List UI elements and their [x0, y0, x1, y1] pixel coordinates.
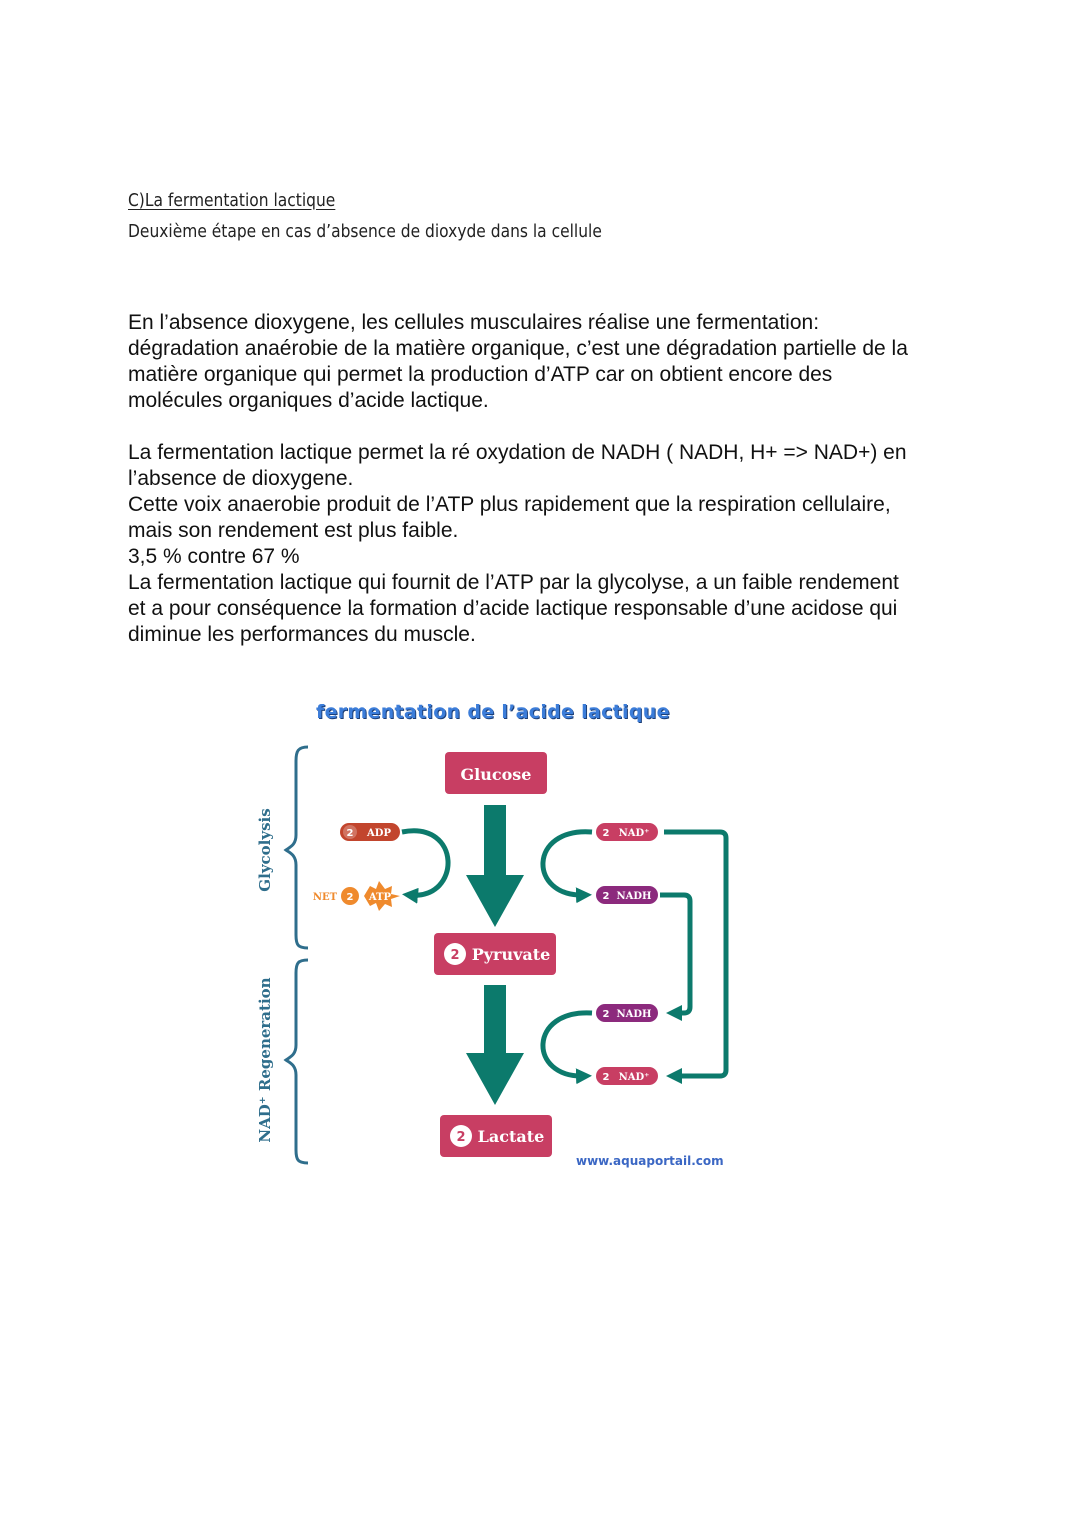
nad-plus-bottom-label: NAD⁺	[619, 1072, 650, 1083]
paragraph-1: En l’absence dioxygene, les cellules mus…	[128, 310, 958, 414]
nad-to-nadh-arrow-top	[540, 829, 593, 904]
paragraph-line: Cette voix anaerobie produit de l’ATP pl…	[128, 493, 891, 516]
paragraph-line: et a pour conséquence la formation d’aci…	[128, 597, 898, 620]
paragraph-line: diminue les performances du muscle.	[128, 623, 476, 646]
lactate-count: 2	[456, 1130, 465, 1145]
paragraph-line: 3,5 % contre 67 %	[128, 545, 300, 568]
paragraph-line: En l’absence dioxygene, les cellules mus…	[128, 311, 820, 334]
lactate-count-badge	[450, 1125, 472, 1147]
paragraph-line: La fermentation lactique permet la ré ox…	[128, 441, 907, 464]
regeneration-brace	[283, 958, 309, 1165]
pyruvate-label: Pyruvate	[472, 945, 551, 964]
glucose-box	[445, 752, 547, 794]
adp-count: 2	[347, 828, 354, 839]
paragraph-line: dégradation anaérobie de la matière orga…	[128, 337, 908, 360]
nad-plus-top-label: NAD⁺	[619, 828, 650, 839]
section-title: C)La fermentation lactique	[128, 190, 336, 211]
pyruvate-count-badge	[444, 943, 466, 965]
nad-plus-pill-bottom	[596, 1067, 658, 1085]
lactate-box	[440, 1115, 552, 1157]
glucose-label: Glucose	[461, 765, 532, 784]
paragraph-line: La fermentation lactique qui fournit de …	[128, 571, 899, 594]
adp-pill	[340, 823, 400, 841]
nad-plus-bottom-count: 2	[603, 1072, 610, 1083]
lactic-fermentation-diagram: Glycolysis NAD⁺ Regeneration Glucose 2 P…	[240, 695, 760, 1185]
paragraph-line: molécules organiques d’acide lactique.	[128, 389, 489, 412]
atp-label: ATP	[368, 892, 392, 903]
nad-plus-pill-top	[596, 823, 658, 841]
atp-count: 2	[347, 892, 354, 903]
pyruvate-to-lactate-arrow	[466, 985, 524, 1105]
paragraph-2: La fermentation lactique permet la ré ox…	[128, 440, 958, 648]
nad-plus-top-count: 2	[603, 828, 610, 839]
glycolysis-brace	[283, 745, 309, 950]
lactate-label: Lactate	[478, 1127, 545, 1146]
nadh-transfer-arrow	[660, 892, 693, 1022]
glycolysis-label: Glycolysis	[256, 808, 274, 891]
nadh-bottom-count: 2	[603, 1009, 610, 1020]
nadh-pill-bottom	[596, 1004, 658, 1022]
paragraph-line: l’absence de dioxygene.	[128, 467, 354, 490]
nad-regeneration-label: NAD⁺ Regeneration	[256, 977, 274, 1142]
nadh-top-label: NADH	[616, 891, 651, 902]
nadh-to-nad-arrow-bottom	[540, 1010, 593, 1085]
net-label: NET	[313, 892, 338, 903]
nad-return-arrow	[664, 829, 729, 1085]
paragraph-line: mais son rendement est plus faible.	[128, 519, 459, 542]
atp-count-badge	[341, 887, 359, 905]
diagram-canvas: Glycolysis NAD⁺ Regeneration Glucose 2 P…	[256, 745, 729, 1165]
atp-star-icon	[364, 881, 400, 911]
nadh-bottom-label: NADH	[616, 1009, 651, 1020]
source-url: www.aquaportail.com	[576, 1154, 724, 1168]
diagram-title: fermentation de l’acide lactique	[316, 701, 670, 723]
pyruvate-box	[434, 933, 556, 975]
pyruvate-count: 2	[450, 948, 459, 963]
nadh-top-count: 2	[603, 891, 610, 902]
nadh-pill-top	[596, 886, 658, 904]
section-subtitle: Deuxième étape en cas d’absence de dioxy…	[128, 221, 602, 242]
adp-label: ADP	[366, 828, 391, 839]
paragraph-line: matière organique qui permet la producti…	[128, 363, 833, 386]
adp-count-badge	[343, 825, 357, 839]
glucose-to-pyruvate-arrow	[466, 805, 524, 927]
adp-to-atp-arrow	[401, 828, 451, 904]
